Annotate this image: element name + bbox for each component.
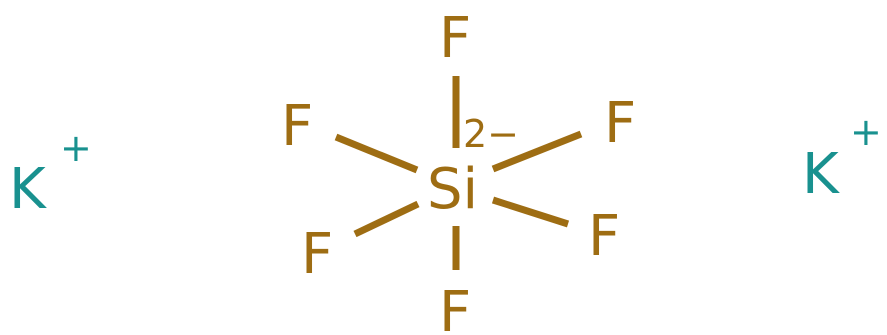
bond-si-f-lower-left bbox=[353, 200, 420, 238]
atom-f-bottom: F bbox=[439, 280, 471, 335]
bonds bbox=[334, 76, 583, 270]
atom-f-upper-right: F bbox=[604, 91, 636, 156]
charge-si: 2− bbox=[463, 112, 519, 156]
atom-k-left: K bbox=[9, 157, 47, 222]
bond-si-f-upper-right bbox=[491, 130, 583, 173]
atom-f-upper-left: F bbox=[281, 94, 313, 159]
atom-f-lower-left: F bbox=[301, 222, 333, 287]
atom-f-top: F bbox=[439, 6, 471, 71]
bond-si-f-lower-right bbox=[491, 196, 570, 228]
atom-f-lower-right: F bbox=[588, 204, 620, 269]
atoms: K + K + Si 2− F F F F F F bbox=[9, 6, 882, 335]
bond-si-f-upper-left bbox=[334, 133, 419, 174]
atom-k-right: K bbox=[802, 142, 840, 207]
charge-k-right: + bbox=[850, 110, 882, 154]
charge-k-left: + bbox=[60, 126, 92, 170]
atom-si: Si bbox=[427, 157, 478, 222]
